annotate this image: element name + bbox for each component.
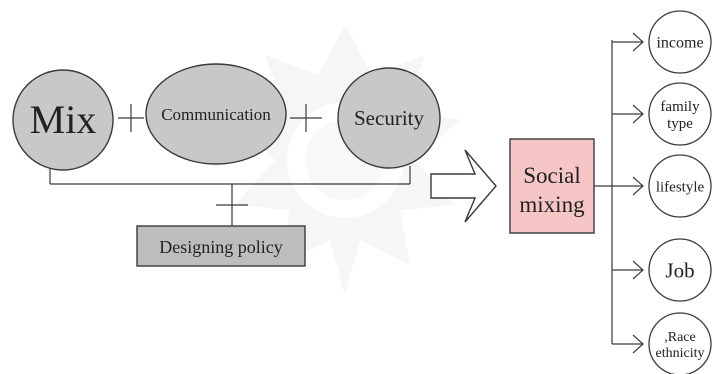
block-arrow	[430, 149, 497, 223]
arrowhead-icon	[632, 104, 644, 124]
outcome-item: income	[612, 10, 712, 74]
plus-sign-2	[290, 104, 322, 132]
outcome-label: ,Race	[664, 330, 695, 345]
security-node	[337, 67, 441, 169]
outcome-item: lifestyle	[612, 154, 712, 218]
outcome-label: type	[667, 116, 693, 132]
outcome-label: income	[656, 35, 703, 52]
outcome-circle	[648, 10, 712, 74]
social-mixing-label-line1: Social	[523, 163, 581, 188]
outcome-circle	[648, 154, 712, 218]
security-label: Security	[354, 106, 424, 130]
outcome-label: ethnicity	[656, 346, 705, 361]
outcome-label: family	[660, 99, 700, 115]
designing-policy-label: Designing policy	[159, 237, 283, 257]
mix-label: Mix	[30, 97, 97, 142]
arrowhead-icon	[632, 260, 644, 280]
outcome-circle	[648, 238, 712, 302]
social-mixing-label-line2: mixing	[519, 192, 585, 217]
arrowhead-icon	[632, 32, 644, 52]
outcome-label: Job	[665, 258, 694, 282]
designing-policy-box	[136, 225, 306, 267]
arrowhead-icon	[632, 176, 644, 196]
branch-connector	[594, 40, 613, 344]
outcome-circle	[648, 312, 712, 374]
mix-node	[12, 69, 114, 171]
arrowhead-icon	[632, 334, 644, 354]
outcome-item: Job	[612, 238, 712, 302]
social-mixing-box	[509, 138, 595, 234]
plus-sign-1	[118, 104, 144, 132]
communication-label: Communication	[161, 105, 271, 124]
outcome-label: lifestyle	[656, 179, 705, 195]
communication-node	[145, 63, 287, 165]
outcome-circle	[648, 82, 712, 146]
